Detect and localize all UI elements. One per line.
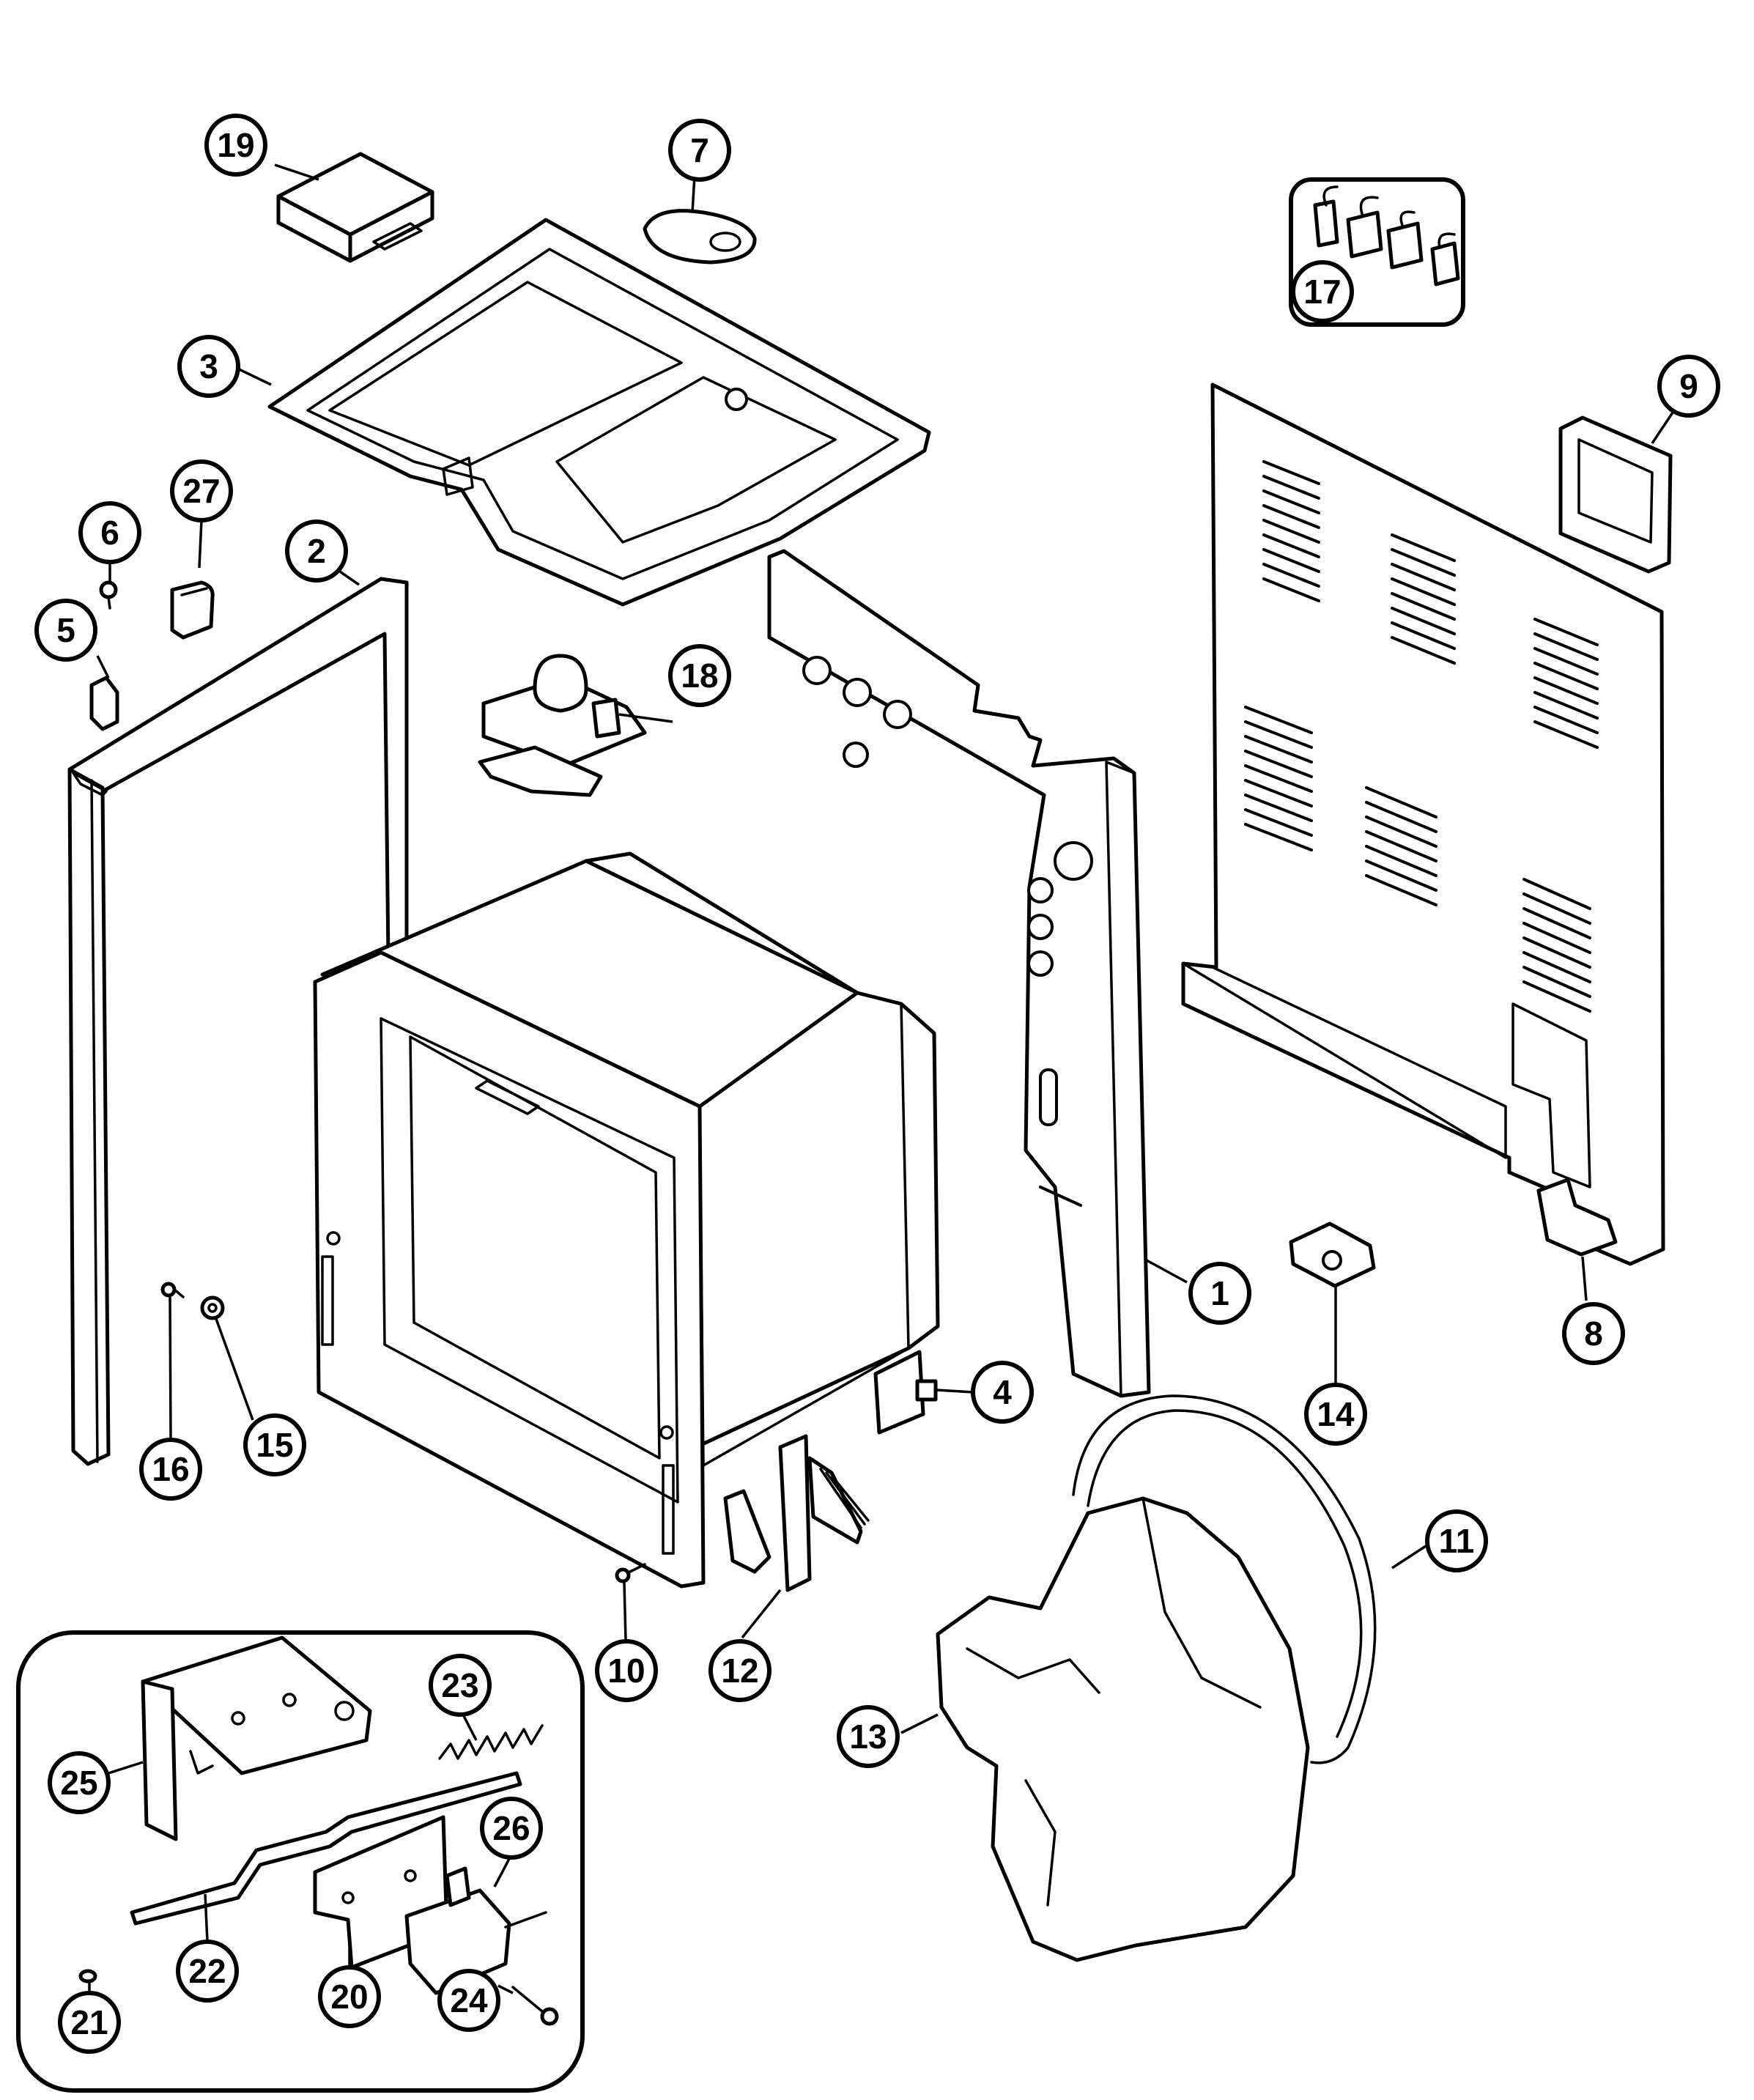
svg-text:4: 4 xyxy=(993,1373,1012,1411)
callout-27: 27 xyxy=(170,459,233,522)
pin-21 xyxy=(78,1969,97,1983)
svg-text:1: 1 xyxy=(1210,1274,1229,1312)
side-trim xyxy=(67,577,409,1466)
lock-rod xyxy=(130,1771,522,1926)
svg-text:2: 2 xyxy=(307,532,326,570)
callout-21: 21 xyxy=(58,1991,121,2054)
callout-17: 17 xyxy=(1291,260,1354,323)
oven-cavity xyxy=(313,851,940,1589)
svg-text:24: 24 xyxy=(450,1981,488,2019)
callout-4: 4 xyxy=(971,1361,1034,1424)
callout-3: 3 xyxy=(177,335,240,398)
callout-18: 18 xyxy=(668,644,731,707)
callout-2: 2 xyxy=(285,520,348,583)
svg-text:22: 22 xyxy=(188,1952,226,1990)
svg-text:5: 5 xyxy=(56,611,75,649)
terminal-inset-box xyxy=(1289,177,1465,327)
callout-20: 20 xyxy=(318,1965,381,2028)
side-panel xyxy=(767,549,1151,1398)
callout-13: 13 xyxy=(837,1705,900,1768)
bracket-bottom xyxy=(1536,1177,1618,1257)
svg-text:25: 25 xyxy=(60,1764,97,1802)
svg-text:10: 10 xyxy=(607,1652,645,1690)
callout-8: 8 xyxy=(1562,1302,1625,1365)
rear-panel xyxy=(1181,382,1665,1266)
svg-text:9: 9 xyxy=(1679,367,1698,405)
svg-text:18: 18 xyxy=(681,657,718,695)
callout-10: 10 xyxy=(595,1639,658,1702)
leader-lines xyxy=(88,163,1676,1994)
lock-bracket xyxy=(141,1635,372,1841)
svg-text:12: 12 xyxy=(721,1652,758,1690)
callout-23: 23 xyxy=(429,1654,492,1717)
clip-bracket xyxy=(1289,1221,1376,1288)
svg-text:3: 3 xyxy=(199,347,218,385)
door-hinge xyxy=(723,1434,870,1592)
door-lock-inset-box xyxy=(16,1630,585,2093)
callout-26: 26 xyxy=(480,1797,543,1860)
callout-25: 25 xyxy=(48,1751,111,1814)
callout-19: 19 xyxy=(204,114,267,177)
svg-text:27: 27 xyxy=(182,472,220,510)
screw-24 xyxy=(511,1986,559,2026)
callout-16: 16 xyxy=(139,1438,202,1501)
plug-button xyxy=(170,580,215,640)
corner-clip xyxy=(89,676,119,731)
svg-text:26: 26 xyxy=(492,1809,530,1847)
screw-16 xyxy=(160,1282,185,1298)
svg-text:17: 17 xyxy=(1303,273,1341,311)
svg-text:13: 13 xyxy=(849,1718,887,1756)
callout-12: 12 xyxy=(708,1639,771,1702)
top-panel xyxy=(267,218,931,607)
insulation xyxy=(936,1496,1310,1962)
callout-5: 5 xyxy=(34,599,97,662)
terminal-block xyxy=(1313,185,1460,286)
callout-6: 6 xyxy=(78,501,141,564)
svg-text:7: 7 xyxy=(690,131,709,169)
callout-11: 11 xyxy=(1425,1509,1488,1572)
svg-text:14: 14 xyxy=(1317,1395,1355,1433)
svg-text:23: 23 xyxy=(441,1666,478,1704)
cap xyxy=(643,209,757,265)
screw-6 xyxy=(99,580,118,610)
gasket xyxy=(1072,1394,1377,1764)
callout-7: 7 xyxy=(668,119,731,182)
switch xyxy=(404,1866,547,1995)
svg-text:19: 19 xyxy=(217,126,254,164)
callout-9: 9 xyxy=(1657,355,1720,418)
callout-1: 1 xyxy=(1188,1262,1251,1325)
svg-text:15: 15 xyxy=(256,1426,293,1464)
callout-22: 22 xyxy=(176,1940,239,2003)
svg-text:16: 16 xyxy=(152,1450,189,1488)
svg-text:6: 6 xyxy=(100,514,119,552)
rear-vents-1 xyxy=(1244,460,1599,1013)
bracket-small xyxy=(873,1350,938,1435)
nut-15 xyxy=(200,1295,225,1320)
thermostat-assembly xyxy=(478,654,647,797)
control-module xyxy=(276,152,434,263)
callout-24: 24 xyxy=(437,1969,500,2032)
svg-text:11: 11 xyxy=(1439,1522,1475,1560)
callout-15: 15 xyxy=(243,1413,306,1476)
callout-14: 14 xyxy=(1304,1383,1367,1446)
svg-text:8: 8 xyxy=(1584,1315,1603,1353)
screw-10 xyxy=(615,1563,646,1583)
duct-bracket xyxy=(1558,415,1673,574)
spring xyxy=(438,1724,544,1760)
svg-text:20: 20 xyxy=(330,1978,368,2016)
svg-text:21: 21 xyxy=(70,2003,108,2041)
